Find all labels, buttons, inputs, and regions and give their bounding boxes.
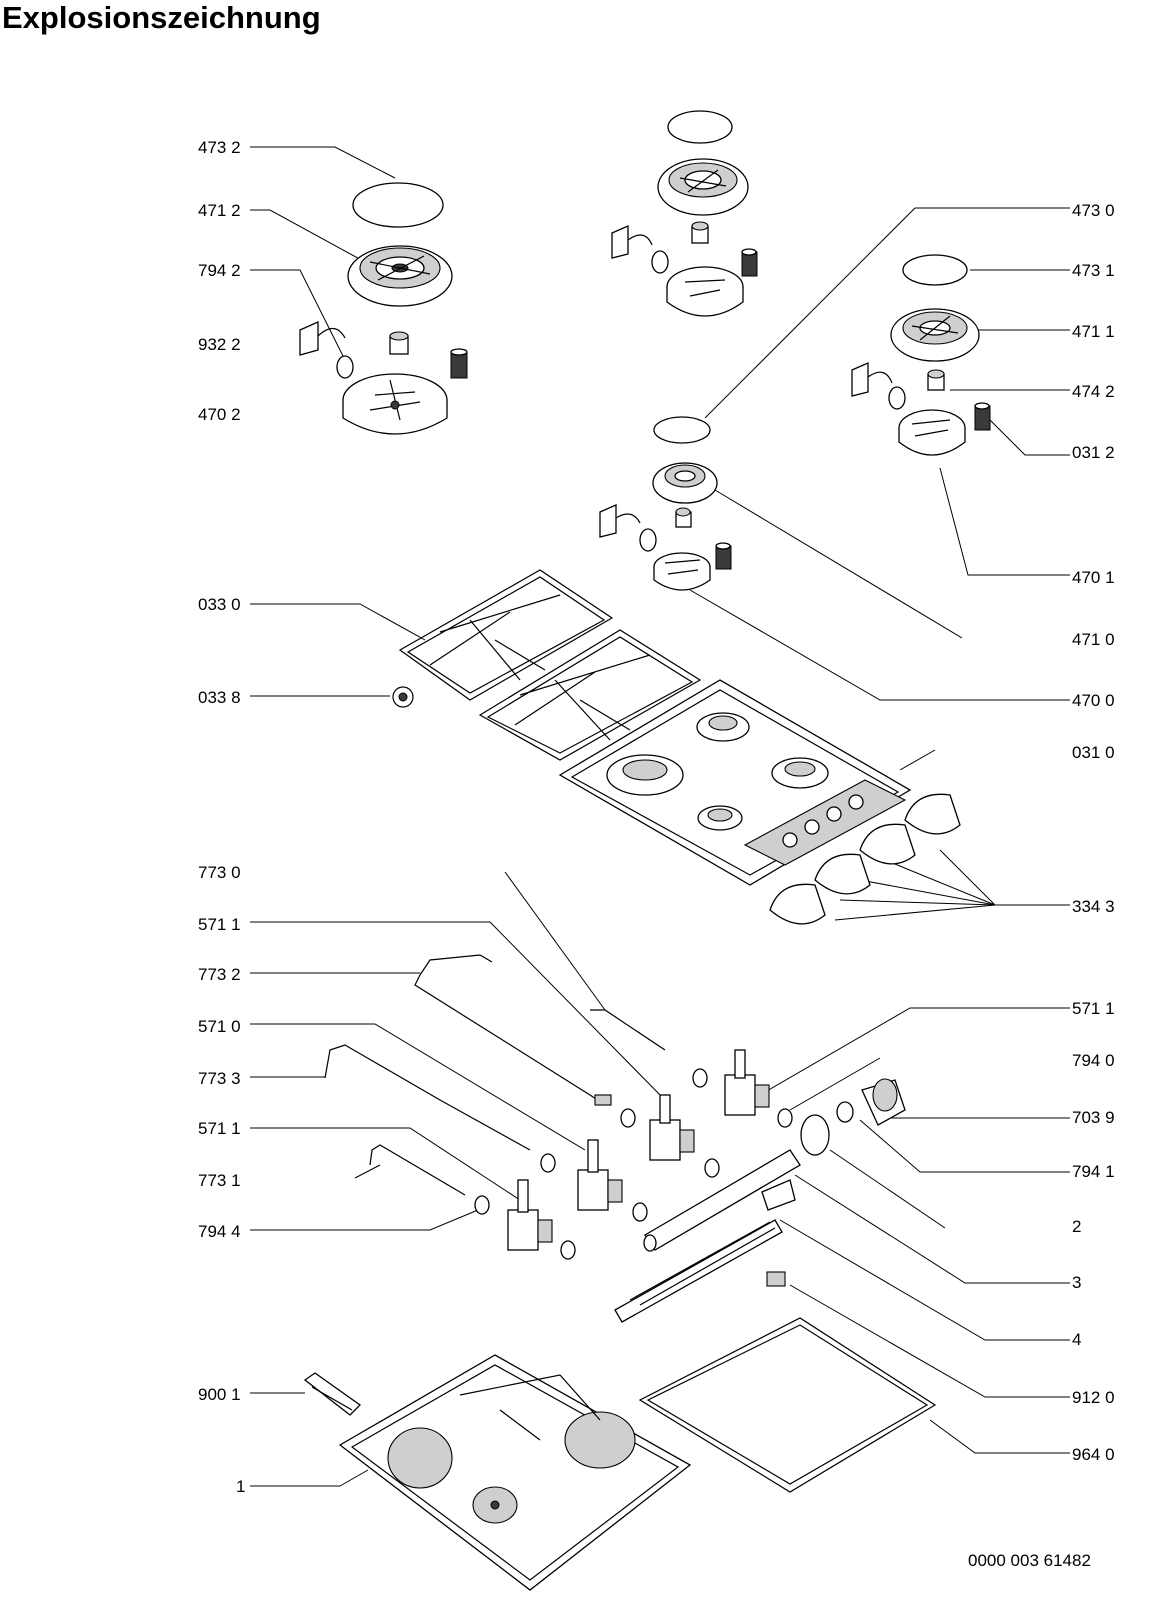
valve-2 (724, 1049, 770, 1116)
part-label-7732: 773 2 (198, 965, 241, 984)
part-label-0312: 031 2 (1072, 443, 1115, 462)
part-label-9120: 912 0 (1072, 1388, 1115, 1407)
diagram-title: Explosionszeichnung (2, 0, 321, 35)
part-label-4700: 470 0 (1072, 691, 1115, 710)
part-label-5710: 571 0 (198, 1017, 241, 1036)
valve-4 (507, 1179, 553, 1251)
burner-assembly-small (599, 416, 732, 591)
seal-gasket (638, 1317, 937, 1493)
burner-assembly-left (299, 182, 468, 435)
part-label-7733: 773 3 (198, 1069, 241, 1088)
control-knobs (769, 793, 961, 925)
manifold-and-connectors (614, 1078, 906, 1323)
part-label-9001: 900 1 (198, 1385, 241, 1404)
part-label-1: 1 (236, 1477, 245, 1496)
part-label-5711-c: 571 1 (1072, 999, 1115, 1018)
part-label-0330: 033 0 (198, 595, 241, 614)
part-label-0310: 031 0 (1072, 743, 1115, 762)
valve-1 (649, 1094, 695, 1161)
part-label-0338: 033 8 (198, 688, 241, 707)
leader-lines (250, 146, 1070, 1487)
part-label-4731: 473 1 (1072, 261, 1115, 280)
part-label-2: 2 (1072, 1217, 1081, 1236)
burner-assembly-right (851, 254, 991, 456)
part-label-3: 3 (1072, 1273, 1081, 1292)
left-labels: 473 2 471 2 794 2 932 2 470 2 033 0 033 … (198, 138, 245, 1496)
part-label-4742: 474 2 (1072, 382, 1115, 401)
part-label-4710: 471 0 (1072, 630, 1115, 649)
part-label-5711-b: 571 1 (198, 1119, 241, 1138)
part-label-7944: 794 4 (198, 1222, 241, 1241)
part-label-4711: 471 1 (1072, 322, 1115, 341)
part-label-4732: 473 2 (198, 138, 241, 157)
hob-top-plate (558, 679, 912, 886)
part-label-4701: 470 1 (1072, 568, 1115, 587)
part-label-7941: 794 1 (1072, 1162, 1115, 1181)
gas-tubes-and-valves (324, 954, 793, 1260)
part-label-4730: 473 0 (1072, 201, 1115, 220)
part-label-7942: 794 2 (198, 261, 241, 280)
burner-assembly-top-center (611, 110, 758, 317)
right-labels: 473 0 473 1 471 1 474 2 031 2 470 1 471 … (1072, 201, 1115, 1464)
part-label-9640: 964 0 (1072, 1445, 1115, 1464)
part-label-7039: 703 9 (1072, 1108, 1115, 1127)
part-label-9322: 932 2 (198, 335, 241, 354)
part-label-4702: 470 2 (198, 405, 241, 424)
base-pan (338, 1354, 692, 1591)
mounting-bracket (303, 1372, 362, 1416)
drawing-reference-number: 0000 003 61482 (968, 1551, 1091, 1570)
pan-supports (392, 569, 702, 761)
part-label-4712: 471 2 (198, 201, 241, 220)
valve-3 (577, 1139, 623, 1211)
part-label-7731: 773 1 (198, 1171, 241, 1190)
part-label-4: 4 (1072, 1330, 1081, 1349)
part-label-3343: 334 3 (1072, 897, 1115, 916)
part-label-5711-a: 571 1 (198, 915, 241, 934)
part-label-7940: 794 0 (1072, 1051, 1115, 1070)
part-label-7730: 773 0 (198, 863, 241, 882)
